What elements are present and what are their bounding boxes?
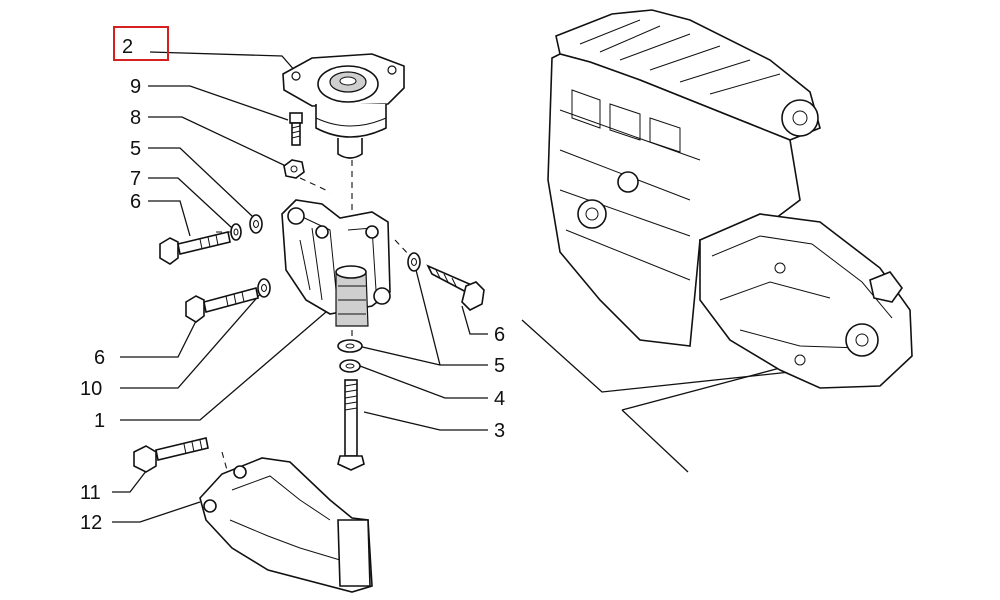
washer-10 [257, 278, 271, 298]
washer-7 [230, 223, 242, 241]
callout-6-middle: 6 [94, 347, 105, 369]
callout-10: 10 [80, 378, 102, 400]
callout-6-upper: 6 [130, 191, 141, 213]
callout-8: 8 [130, 107, 141, 129]
washer-4 [339, 359, 361, 373]
callout-labels: 2 9 8 5 7 6 6 10 1 11 12 6 5 4 3 [80, 36, 505, 534]
bracket-12 [199, 457, 373, 593]
callout-11: 11 [80, 482, 101, 504]
callout-7: 7 [130, 168, 141, 190]
washer-5-lower [337, 339, 363, 353]
highlight-box [113, 26, 169, 61]
callout-1: 1 [94, 410, 105, 432]
callout-3: 3 [494, 420, 505, 442]
bolt-6-lower [185, 287, 259, 323]
bolt-6-upper [159, 231, 231, 265]
engine-mount-upper [282, 53, 405, 159]
bolt-6-right [426, 264, 485, 311]
bolt-11 [133, 437, 209, 473]
callout-5-right: 5 [494, 355, 505, 377]
bolt-3 [337, 379, 365, 471]
callout-9: 9 [130, 76, 141, 98]
callout-6-right: 6 [494, 324, 505, 346]
washer-5-right [407, 252, 421, 272]
callout-5-upper: 5 [130, 138, 141, 160]
callout-12: 12 [80, 512, 102, 534]
engine-gearbox-drawing [547, 9, 913, 389]
nut-8 [283, 159, 305, 179]
bolt-9 [289, 112, 303, 146]
leader-lines [112, 51, 791, 523]
callout-4: 4 [494, 388, 505, 410]
washer-5-left [249, 214, 263, 234]
bracket-1 [281, 199, 391, 327]
callout-2: 2 [122, 36, 133, 58]
